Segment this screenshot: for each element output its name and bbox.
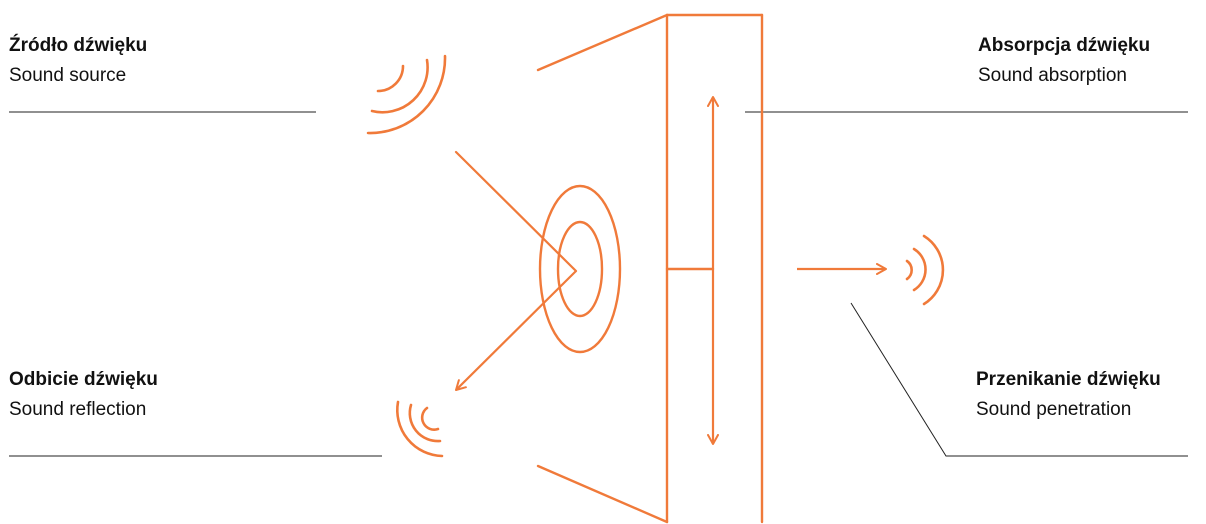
label-sound-penetration: Przenikanie dźwięku Sound penetration <box>976 368 1161 422</box>
label-sound-absorption-subtitle: Sound absorption <box>978 64 1150 88</box>
label-sound-penetration-subtitle: Sound penetration <box>976 398 1161 422</box>
impact-ellipse-inner <box>558 222 602 316</box>
reflection-arrow <box>456 271 576 390</box>
label-sound-reflection: Odbicie dźwięku Sound reflection <box>9 368 158 422</box>
label-sound-penetration-title: Przenikanie dźwięku <box>976 368 1161 392</box>
label-sound-source-title: Źródło dźwięku <box>9 34 147 58</box>
sound-penetration-waves-icon <box>907 236 943 304</box>
wall-panel <box>538 15 762 522</box>
label-sound-reflection-title: Odbicie dźwięku <box>9 368 158 392</box>
impact-ellipse-outer <box>540 186 620 352</box>
label-sound-source: Źródło dźwięku Sound source <box>9 34 147 88</box>
incident-ray <box>456 152 576 271</box>
label-sound-source-subtitle: Sound source <box>9 64 147 88</box>
label-sound-absorption: Absorpcja dźwięku Sound absorption <box>978 34 1150 88</box>
label-sound-absorption-title: Absorpcja dźwięku <box>978 34 1150 58</box>
sound-reflection-waves-icon <box>397 402 442 456</box>
label-sound-reflection-subtitle: Sound reflection <box>9 398 158 422</box>
sound-source-waves-icon <box>368 56 445 133</box>
